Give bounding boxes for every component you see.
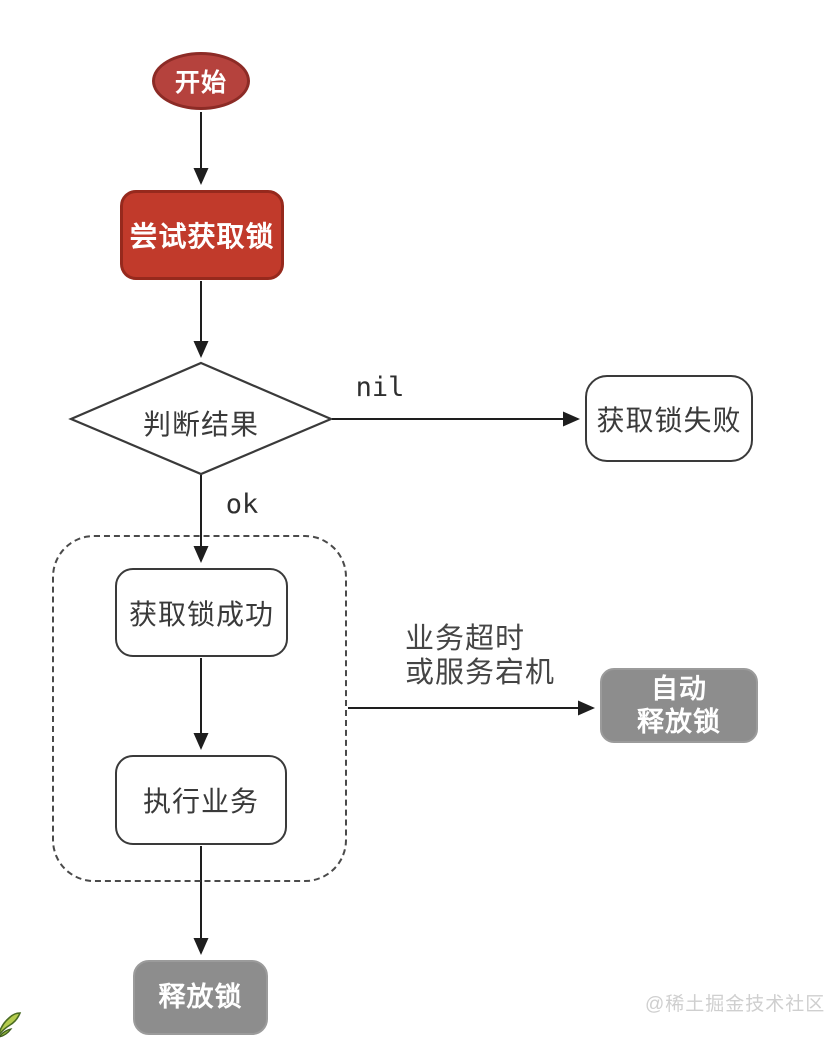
plant-sprite-icon bbox=[0, 1012, 22, 1038]
node-auto-release-label-line2: 释放锁 bbox=[637, 706, 721, 737]
node-try-lock-label: 尝试获取锁 bbox=[129, 221, 275, 252]
node-exec-business: 执行业务 bbox=[115, 755, 287, 845]
decision-diamond-shape bbox=[68, 361, 334, 476]
node-auto-release-label-line1: 自动 bbox=[651, 673, 707, 704]
lock-scope-group bbox=[52, 535, 347, 882]
node-start: 开始 bbox=[152, 52, 250, 110]
edge-label-timeout-line2: 或服务宕机 bbox=[405, 657, 556, 689]
edge-label-ok: ok bbox=[225, 489, 259, 520]
node-decision-label: 判断结果 bbox=[142, 409, 259, 440]
node-lock-success: 获取锁成功 bbox=[115, 568, 288, 657]
edge-label-timeout: 业务超时 或服务宕机 bbox=[405, 622, 555, 690]
watermark: @稀土掘金技术社区 bbox=[645, 994, 826, 1015]
node-lock-failed-label: 获取锁失败 bbox=[596, 404, 742, 436]
node-start-label: 开始 bbox=[174, 69, 227, 97]
node-release-lock: 释放锁 bbox=[133, 960, 268, 1035]
node-release-lock-label: 释放锁 bbox=[158, 982, 243, 1012]
node-lock-failed: 获取锁失败 bbox=[585, 375, 753, 462]
edge-label-timeout-line1: 业务超时 bbox=[405, 623, 526, 655]
node-exec-business-label: 执行业务 bbox=[142, 786, 259, 817]
node-lock-success-label: 获取锁成功 bbox=[128, 598, 274, 630]
node-auto-release: 自动 释放锁 bbox=[600, 668, 758, 743]
edge-label-nil: nil bbox=[355, 372, 405, 403]
node-try-lock: 尝试获取锁 bbox=[120, 190, 284, 280]
